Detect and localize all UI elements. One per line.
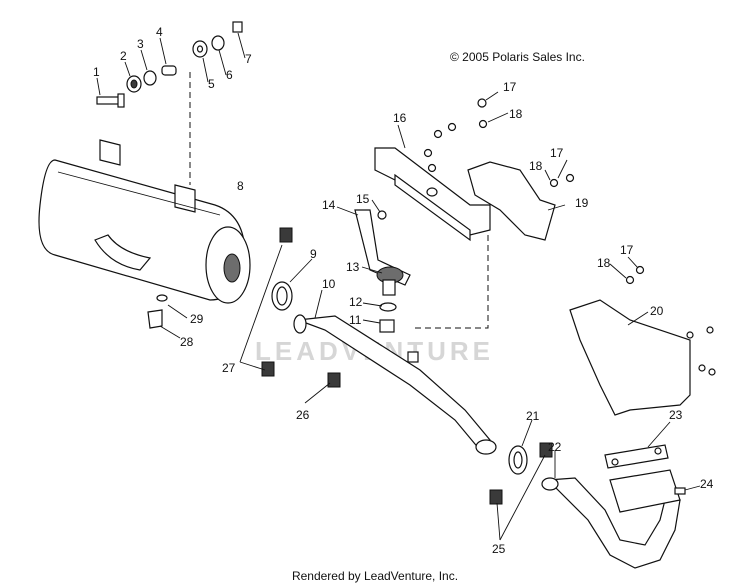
callout-labels: 1 2 3 4 5 6 7 8 9 10 11 12 13 14 15 16 1… — [93, 25, 714, 556]
callout-label: 16 — [393, 111, 407, 125]
drain-plug-part — [147, 294, 168, 329]
washer-part — [143, 70, 157, 86]
callout-label: 15 — [356, 192, 370, 206]
spring-part — [261, 227, 553, 505]
footer-credit: Rendered by LeadVenture, Inc. — [291, 569, 459, 583]
fastener-group — [423, 98, 716, 376]
callout-label: 24 — [700, 477, 714, 491]
gasket-ring-part — [508, 445, 528, 475]
callout-label: 12 — [349, 295, 363, 309]
gasket-part — [271, 281, 293, 311]
callout-label: 4 — [156, 25, 163, 39]
copyright-notice: © 2005 Polaris Sales Inc. — [450, 50, 585, 64]
callout-label: 27 — [222, 361, 236, 375]
exhaust-pipe-part — [293, 314, 497, 455]
callout-label: 9 — [310, 247, 317, 261]
heat-shield-part — [467, 161, 556, 241]
callout-label: 18 — [597, 256, 611, 270]
callout-label: 13 — [346, 260, 360, 274]
grommet-part — [126, 75, 142, 93]
callout-label: 5 — [208, 77, 215, 91]
callout-label: 11 — [349, 313, 362, 327]
washer-small-part — [192, 40, 208, 58]
callout-label: 18 — [509, 107, 523, 121]
rubber-isolator-part — [376, 266, 404, 296]
callout-label: 10 — [322, 277, 336, 291]
callout-label: 1 — [93, 65, 100, 79]
callout-label: 3 — [137, 37, 144, 51]
spacer-part — [161, 65, 177, 76]
leader-lines — [96, 32, 701, 541]
nut-washer-part — [379, 302, 397, 333]
callout-label: 6 — [226, 68, 233, 82]
callout-label: 28 — [180, 335, 194, 349]
callout-label: 26 — [296, 408, 310, 422]
callout-label: 29 — [190, 312, 204, 326]
bolt-part — [96, 93, 125, 108]
callout-label: 2 — [120, 49, 127, 63]
callout-label: 21 — [526, 409, 540, 423]
callout-label: 23 — [669, 408, 683, 422]
callout-label: 7 — [245, 52, 252, 66]
muffler-part — [38, 139, 251, 304]
callout-label: 22 — [548, 440, 562, 454]
heat-shield-bracket-part — [374, 147, 491, 242]
callout-label: 17 — [503, 80, 517, 94]
mount-bracket-part — [354, 209, 411, 286]
exhaust-flange-part — [604, 444, 681, 513]
alignment-line-2 — [415, 232, 489, 329]
nut-part — [232, 21, 243, 33]
callout-label: 8 — [237, 179, 244, 193]
callout-label: 19 — [575, 196, 589, 210]
washer-large-part — [211, 35, 225, 51]
rear-heat-shield-part — [569, 299, 691, 416]
callout-label: 20 — [650, 304, 664, 318]
callout-label: 25 — [492, 542, 506, 556]
callout-label: 17 — [550, 146, 564, 160]
callout-label: 17 — [620, 243, 634, 257]
callout-label: 18 — [529, 159, 543, 173]
callout-label: 14 — [322, 198, 336, 212]
stud-bolt-part — [674, 487, 686, 495]
